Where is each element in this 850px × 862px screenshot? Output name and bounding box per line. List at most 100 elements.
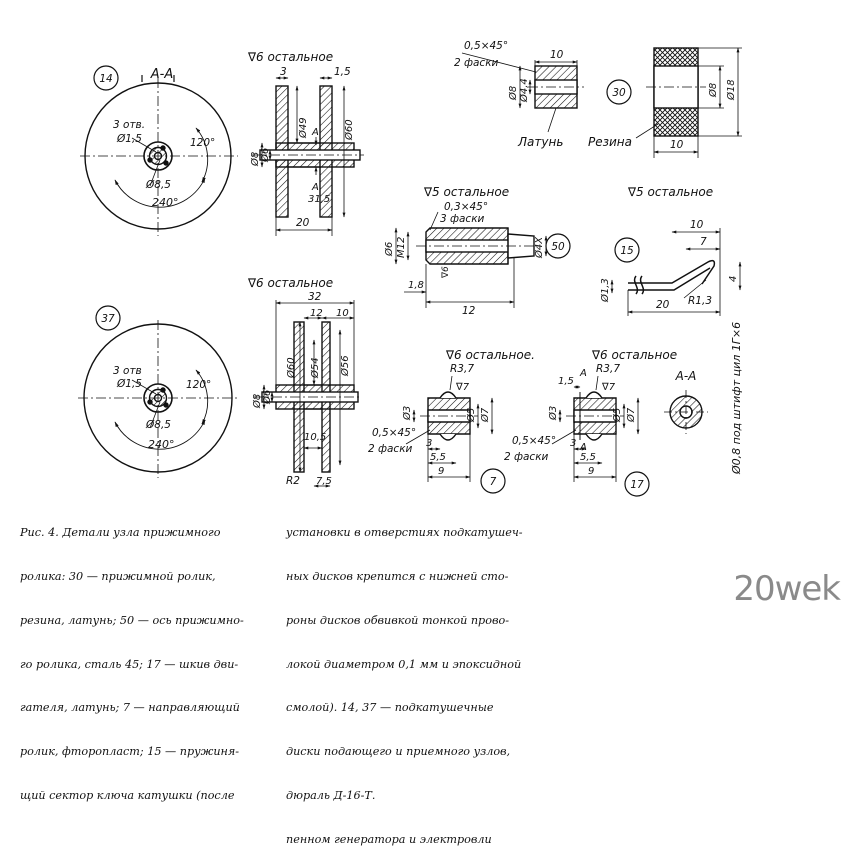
part-7-finish-note: ∇6 остальное. [445,348,535,362]
part-30-chamfer: 0,5×45° [464,40,508,52]
part-37-pcd: Ø8,5 [145,419,171,431]
part-17-length-9: 9 [588,466,594,477]
part-30-dimensions [461,47,742,158]
part-17-length-5-5: 5,5 [580,452,596,463]
part-14-bore-diameter: Ø6 [259,148,271,163]
caption-line: гателя, латунь; 7 — направляющий [20,701,240,715]
part-30-length-roller: 10 [670,139,684,151]
part-14-number: 14 [99,73,112,85]
part-7-length-9: 9 [438,466,444,477]
part-14-section-view [252,85,364,218]
caption-line: пенном генератора и электровли [286,832,492,846]
part-14-disc-diameter: Ø60 [343,119,355,141]
part-15-height-4: 4 [728,276,739,282]
part-7-chamfer-count: 2 фаски [368,443,413,455]
part-7-length-3: 3 [426,438,432,449]
part-17-number: 17 [630,479,644,491]
part-14-holes-label: 3 отв. [113,119,145,131]
part-14-total-width: 20 [296,217,310,229]
caption-line: диски подающего и приемного узлов, [286,745,511,759]
part-14-section-mark-top: А [311,127,319,138]
part-50-length-12: 12 [462,305,476,317]
part-50-finish-mark: ∇6 [441,266,451,279]
part-14-width-3: 3 [280,66,287,78]
part-30-material-brass: Латунь [517,135,563,149]
caption-line: резина, латунь; 50 — ось прижимно- [20,613,244,627]
part-15-wire-diameter: Ø1,3 [599,278,611,303]
part-37-total-width: 32 [308,291,322,303]
part-37-shaft-diameter: Ø8 [251,394,263,409]
part-15-length-10: 10 [690,219,704,231]
part-50-diameter-4: Ø4X [533,236,545,259]
part-37-ring-diameter: Ø56 [339,355,351,377]
part-17-chamfer-count: 2 фаски [504,451,549,463]
watermark: 20wek [733,569,841,609]
part-7-number: 7 [490,476,497,488]
part-37-width-10-5: 10,5 [304,432,326,443]
caption-line: ных дисков крепится с нижней сто- [286,569,509,583]
caption-line: роны дисков обвивкой тонкой прово- [286,613,509,627]
part-50-dimensions [394,211,548,308]
part-50-number: 50 [551,241,565,253]
part-30-roller-od: Ø18 [725,79,737,101]
caption-line: установки в отверстиях подкатушеч- [286,526,523,540]
part-14-angle-240: 240° [152,196,179,209]
part-50-finish-note: ∇5 остальное [423,185,509,199]
part-17-radius: R3,7 [596,363,620,375]
part-30-bushing-drawing [528,60,584,109]
caption-line: ролик, фторопласт; 15 — пружиня- [20,745,240,759]
part-7-diameter-5: Ø5 [465,408,477,423]
part-30-length-bushing: 10 [550,49,564,61]
part-7-chamfer: 0,5×45° [372,427,416,439]
part-7-roller-drawing [420,391,478,441]
part-30-roller-drawing [646,47,706,137]
part-50-chamfer: 0,3×45° [444,201,488,213]
part-50-length-1-8: 1,8 [408,280,424,291]
part-17-chamfer: 0,5×45° [512,435,556,447]
part-14-hub-diameter: Ø49 [297,117,309,139]
caption-line: ролика: 30 — прижимной ролик, [20,569,216,583]
part-14-shaft-diameter: Ø8 [249,152,261,167]
part-37-hub-diameter: Ø54 [309,357,321,379]
caption-line: щий сектор ключа катушки (после [20,788,235,802]
part-30-roller-id: Ø8 [707,83,719,98]
part-30-material-rubber: Резина [588,135,632,149]
part-14-section-mark-bottom: А [311,182,319,193]
part-17-diameter-7: Ø7 [625,407,637,423]
part-37-angle-240: 240° [148,438,175,451]
technical-drawing-sheet: 14 А-А 3 отв. Ø1,5 120° Ø8,5 240° ∇6 ост… [78,40,743,497]
part-30-bushing-od: Ø8 [507,86,519,101]
part-37-front-view [78,320,238,478]
part-17-pin-note: Ø0,8 под штифт цил 1Г×6 [730,322,743,475]
part-17-section-mark-left: А [579,368,587,379]
part-14-dimensions [260,76,346,236]
part-7-radius: R3,7 [450,363,474,375]
part-7-diameter-7: Ø7 [479,407,491,423]
part-15-length-7: 7 [700,236,707,248]
caption-line: дюраль Д-16-Т. [286,788,376,802]
part-50-number-circle [545,233,571,259]
part-15-finish-note: ∇5 остальное [627,185,713,199]
part-14-angle-120: 120° [190,137,215,149]
part-37-radius: R2 [286,475,300,487]
figure-caption-left: Рис. 4. Детали узла прижимного ролика: 3… [20,497,244,818]
part-37-angle-120: 120° [186,379,211,391]
part-37-width-12: 12 [310,308,323,319]
part-17-finish-mark: ∇7 [601,382,616,393]
part-17-pulley-drawing [566,391,624,441]
part-15-length-20: 20 [656,299,670,311]
part-37-number-circle [95,305,121,331]
part-14-pcd: Ø8,5 [145,179,171,191]
part-17-length-3: 3 [570,438,576,449]
part-17-section-label: А-А [675,369,697,383]
part-15-number-circle [614,237,640,263]
part-17-finish-note: ∇6 остальное [591,348,677,362]
part-37-bore-diameter: Ø6 [261,390,273,405]
part-14-hole-diameter: Ø1,5 [116,133,142,145]
part-37-number: 37 [101,313,115,325]
part-30-bushing-id: Ø4,4 [518,78,530,103]
part-15-number: 15 [620,245,634,257]
part-14-inner-width: 31,5 [308,194,330,205]
part-17-section-mark-bottom: А [579,442,587,453]
part-14-section-label: А-А [150,67,173,82]
